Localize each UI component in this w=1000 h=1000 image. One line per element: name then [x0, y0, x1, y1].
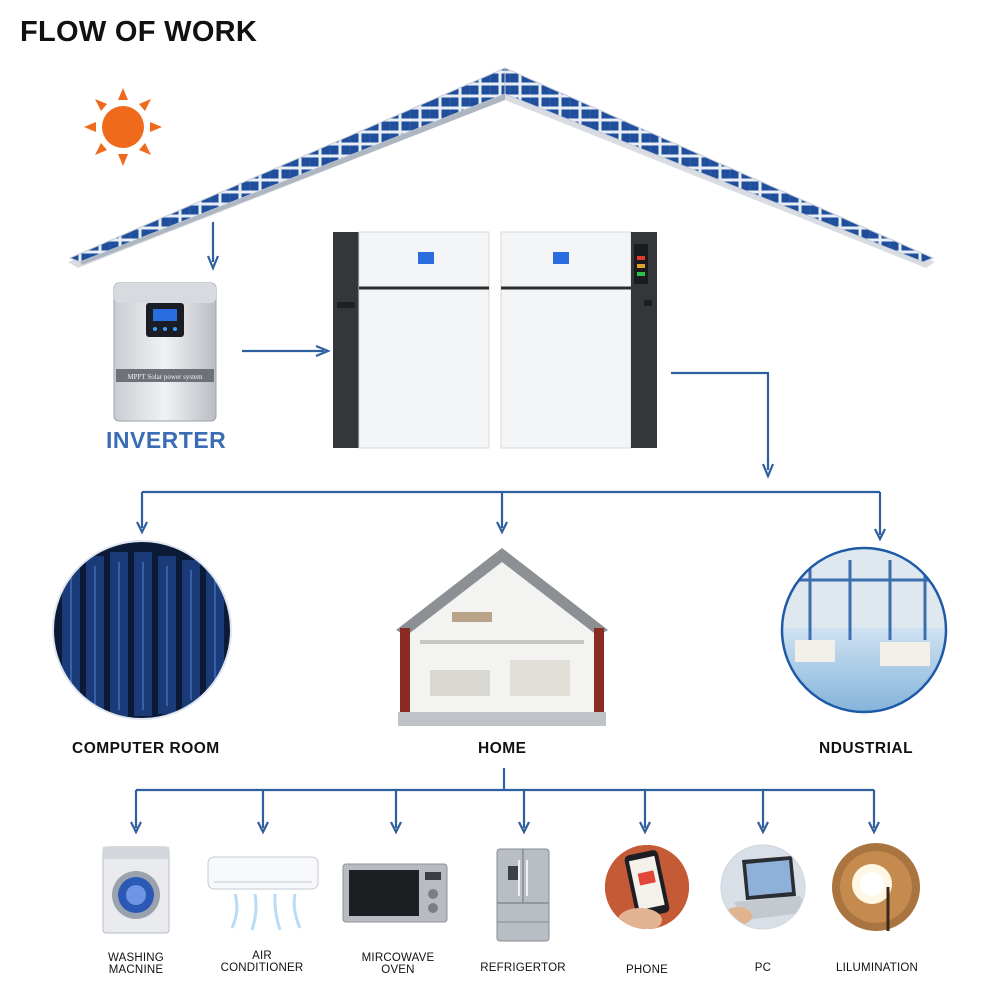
phone-icon [605, 845, 689, 929]
battery-cabinet [333, 231, 657, 449]
appliance-label-pc: PC [754, 962, 772, 974]
factory-icon [780, 546, 948, 714]
microwave-icon [342, 863, 448, 923]
solar-panel-roof [68, 67, 935, 268]
appliance-label-microwave: MIRCOWAVE OVEN [361, 952, 435, 976]
destination-label-computer-room: COMPUTER ROOM [72, 740, 220, 757]
refrigerator-icon [496, 848, 550, 942]
appliance-label-air-conditioner: AIR CONDITIONER [220, 950, 304, 974]
house-icon [396, 548, 608, 726]
destination-label-home: HOME [478, 740, 527, 757]
appliance-label-phone: PHONE [626, 964, 668, 976]
inverter-device: MPPT Solar power system [113, 282, 217, 422]
server-room-icon [52, 540, 232, 720]
appliance-label-refrigerator: REFRIGERTOR [480, 962, 566, 974]
air-conditioner-icon [207, 856, 319, 931]
laptop-icon [720, 844, 806, 930]
page-title: FLOW OF WORK [20, 16, 258, 48]
lamp-icon [832, 843, 920, 931]
destination-label-industrial: NDUSTRIAL [819, 740, 914, 757]
inverter-device-text: MPPT Solar power system [127, 373, 203, 381]
flow-arrows [130, 222, 886, 835]
inverter-label: INVERTER [106, 427, 227, 453]
appliance-label-washing-machine: WASHING MACNINE [108, 952, 164, 976]
sun-icon [84, 88, 162, 166]
appliance-label-lamp: LILUMINATION [835, 962, 919, 974]
washing-machine-icon [102, 846, 170, 934]
